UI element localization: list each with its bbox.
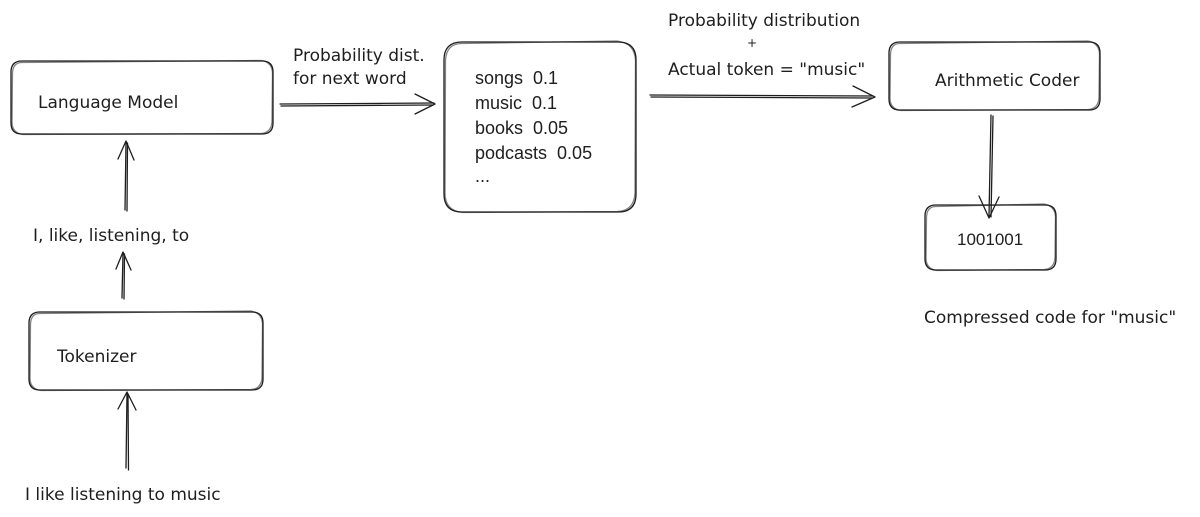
arrow-coder-to-output bbox=[978, 114, 1000, 219]
arithmetic-coder-node: Arithmetic Coder bbox=[888, 40, 1101, 112]
language-model-node: Language Model bbox=[10, 59, 274, 136]
coder-input-label-line2: Actual token = "music" bbox=[668, 60, 865, 80]
output-code-label: 1001001 bbox=[957, 230, 1023, 249]
coder-input-label-line1: Probability distribution bbox=[668, 11, 860, 31]
tokens-label: I, like, listening, to bbox=[33, 226, 189, 246]
input-text-label: I like listening to music bbox=[25, 485, 221, 505]
compressed-caption: Compressed code for "music" bbox=[924, 308, 1176, 328]
language-model-label: Language Model bbox=[38, 93, 178, 113]
distribution-item: ... bbox=[475, 166, 490, 186]
arrow-tokenizer-to-tokens bbox=[115, 251, 132, 300]
prob-dist-label-line1: Probability dist. bbox=[293, 46, 425, 66]
tokenizer-label: Tokenizer bbox=[56, 347, 136, 367]
arrow-tokens-to-language-model bbox=[117, 140, 135, 212]
arrow-language-model-to-distribution bbox=[279, 93, 436, 115]
distribution-item: books 0.05 bbox=[475, 118, 568, 138]
distribution-node: songs 0.1 music 0.1 books 0.05 podcasts … bbox=[443, 40, 637, 214]
distribution-item: music 0.1 bbox=[475, 93, 557, 113]
arrow-input-to-tokenizer bbox=[117, 391, 137, 471]
tokenizer-node: Tokenizer bbox=[28, 310, 264, 392]
arithmetic-coder-label: Arithmetic Coder bbox=[935, 71, 1079, 91]
arrow-distribution-to-coder bbox=[649, 85, 876, 108]
coder-input-plus: + bbox=[747, 36, 757, 50]
prob-dist-label-line2: for next word bbox=[293, 69, 407, 89]
output-code-node: 1001001 bbox=[924, 203, 1057, 272]
distribution-item: songs 0.1 bbox=[475, 68, 558, 88]
distribution-item: podcasts 0.05 bbox=[475, 143, 592, 163]
